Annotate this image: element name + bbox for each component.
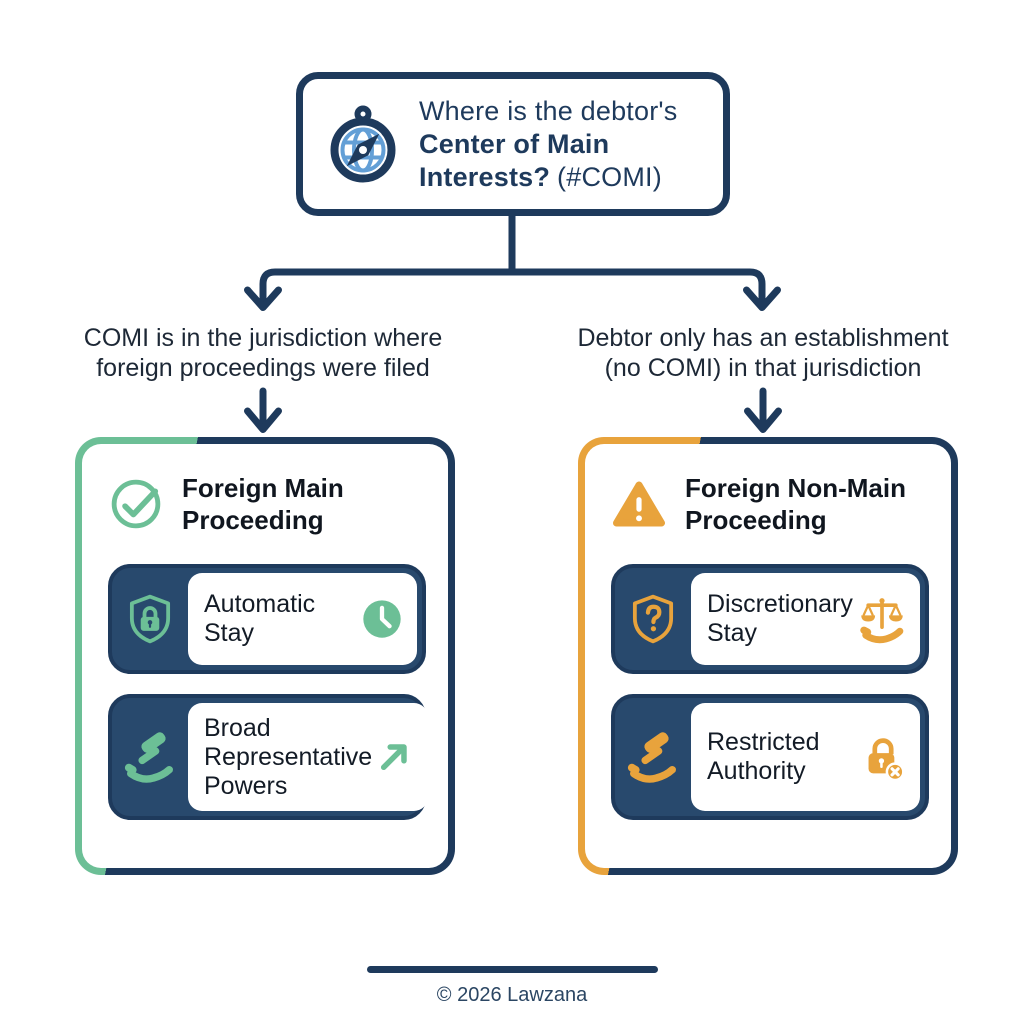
- arrowhead-down-icon: [244, 286, 282, 311]
- warning-triangle-icon: [611, 478, 667, 530]
- card-foreign-main-proceeding: Foreign Main Proceeding Automatic Stay: [75, 437, 455, 875]
- arrow-up-right-icon: [372, 735, 416, 779]
- arrowhead-down-icon: [244, 407, 282, 433]
- root-question-line-3: Interests?(#COMI): [419, 161, 662, 192]
- feature-row-broad-representative-powers: Broad Representative Powers: [108, 694, 429, 820]
- card-title: Foreign Non-Main Proceeding: [685, 473, 906, 535]
- root-question-line-1: Where is the debtor's: [419, 95, 678, 126]
- feature-row-automatic-stay: Automatic Stay: [108, 564, 426, 674]
- copyright-text: © 2026 Lawzana: [436, 984, 588, 1006]
- root-question-text: Where is the debtor's Center of Main Int…: [419, 95, 677, 194]
- branch-label-comi: COMI is in the jurisdiction where foreig…: [83, 324, 443, 382]
- root-question-box: Where is the debtor's Center of Main Int…: [296, 72, 730, 216]
- shield-lock-icon: [123, 592, 177, 646]
- clock-icon: [359, 596, 405, 642]
- arrowhead-down-icon: [743, 286, 781, 311]
- feature-label: Automatic Stay: [204, 590, 316, 647]
- hand-gavel-icon: [625, 729, 681, 785]
- hand-gavel-icon: [122, 729, 178, 785]
- card-title: Foreign Main Proceeding: [182, 473, 344, 535]
- branch-label-establishment: Debtor only has an establishment (no COM…: [577, 324, 949, 382]
- card-header: Foreign Main Proceeding: [108, 472, 428, 536]
- check-circle-icon: [108, 476, 164, 532]
- root-question-line-2: Center of Main: [419, 128, 610, 159]
- feature-label: Restricted Authority: [707, 728, 820, 785]
- connector-split: [259, 268, 766, 306]
- compass-globe-icon: [323, 102, 403, 186]
- feature-label: Broad Representative Powers: [204, 713, 373, 800]
- arrowhead-down-icon: [744, 407, 782, 433]
- card-foreign-non-main-proceeding: Foreign Non-Main Proceeding Discretionar…: [578, 437, 958, 875]
- card-header: Foreign Non-Main Proceeding: [611, 472, 931, 536]
- feature-label: Discretionary Stay: [707, 590, 853, 647]
- scales-hand-icon: [856, 593, 908, 645]
- lock-x-icon: [858, 732, 908, 782]
- footer-divider: [367, 966, 658, 973]
- feature-row-restricted-authority: Restricted Authority: [611, 694, 929, 820]
- shield-question-icon: [626, 592, 680, 646]
- feature-row-discretionary-stay: Discretionary Stay: [611, 564, 929, 674]
